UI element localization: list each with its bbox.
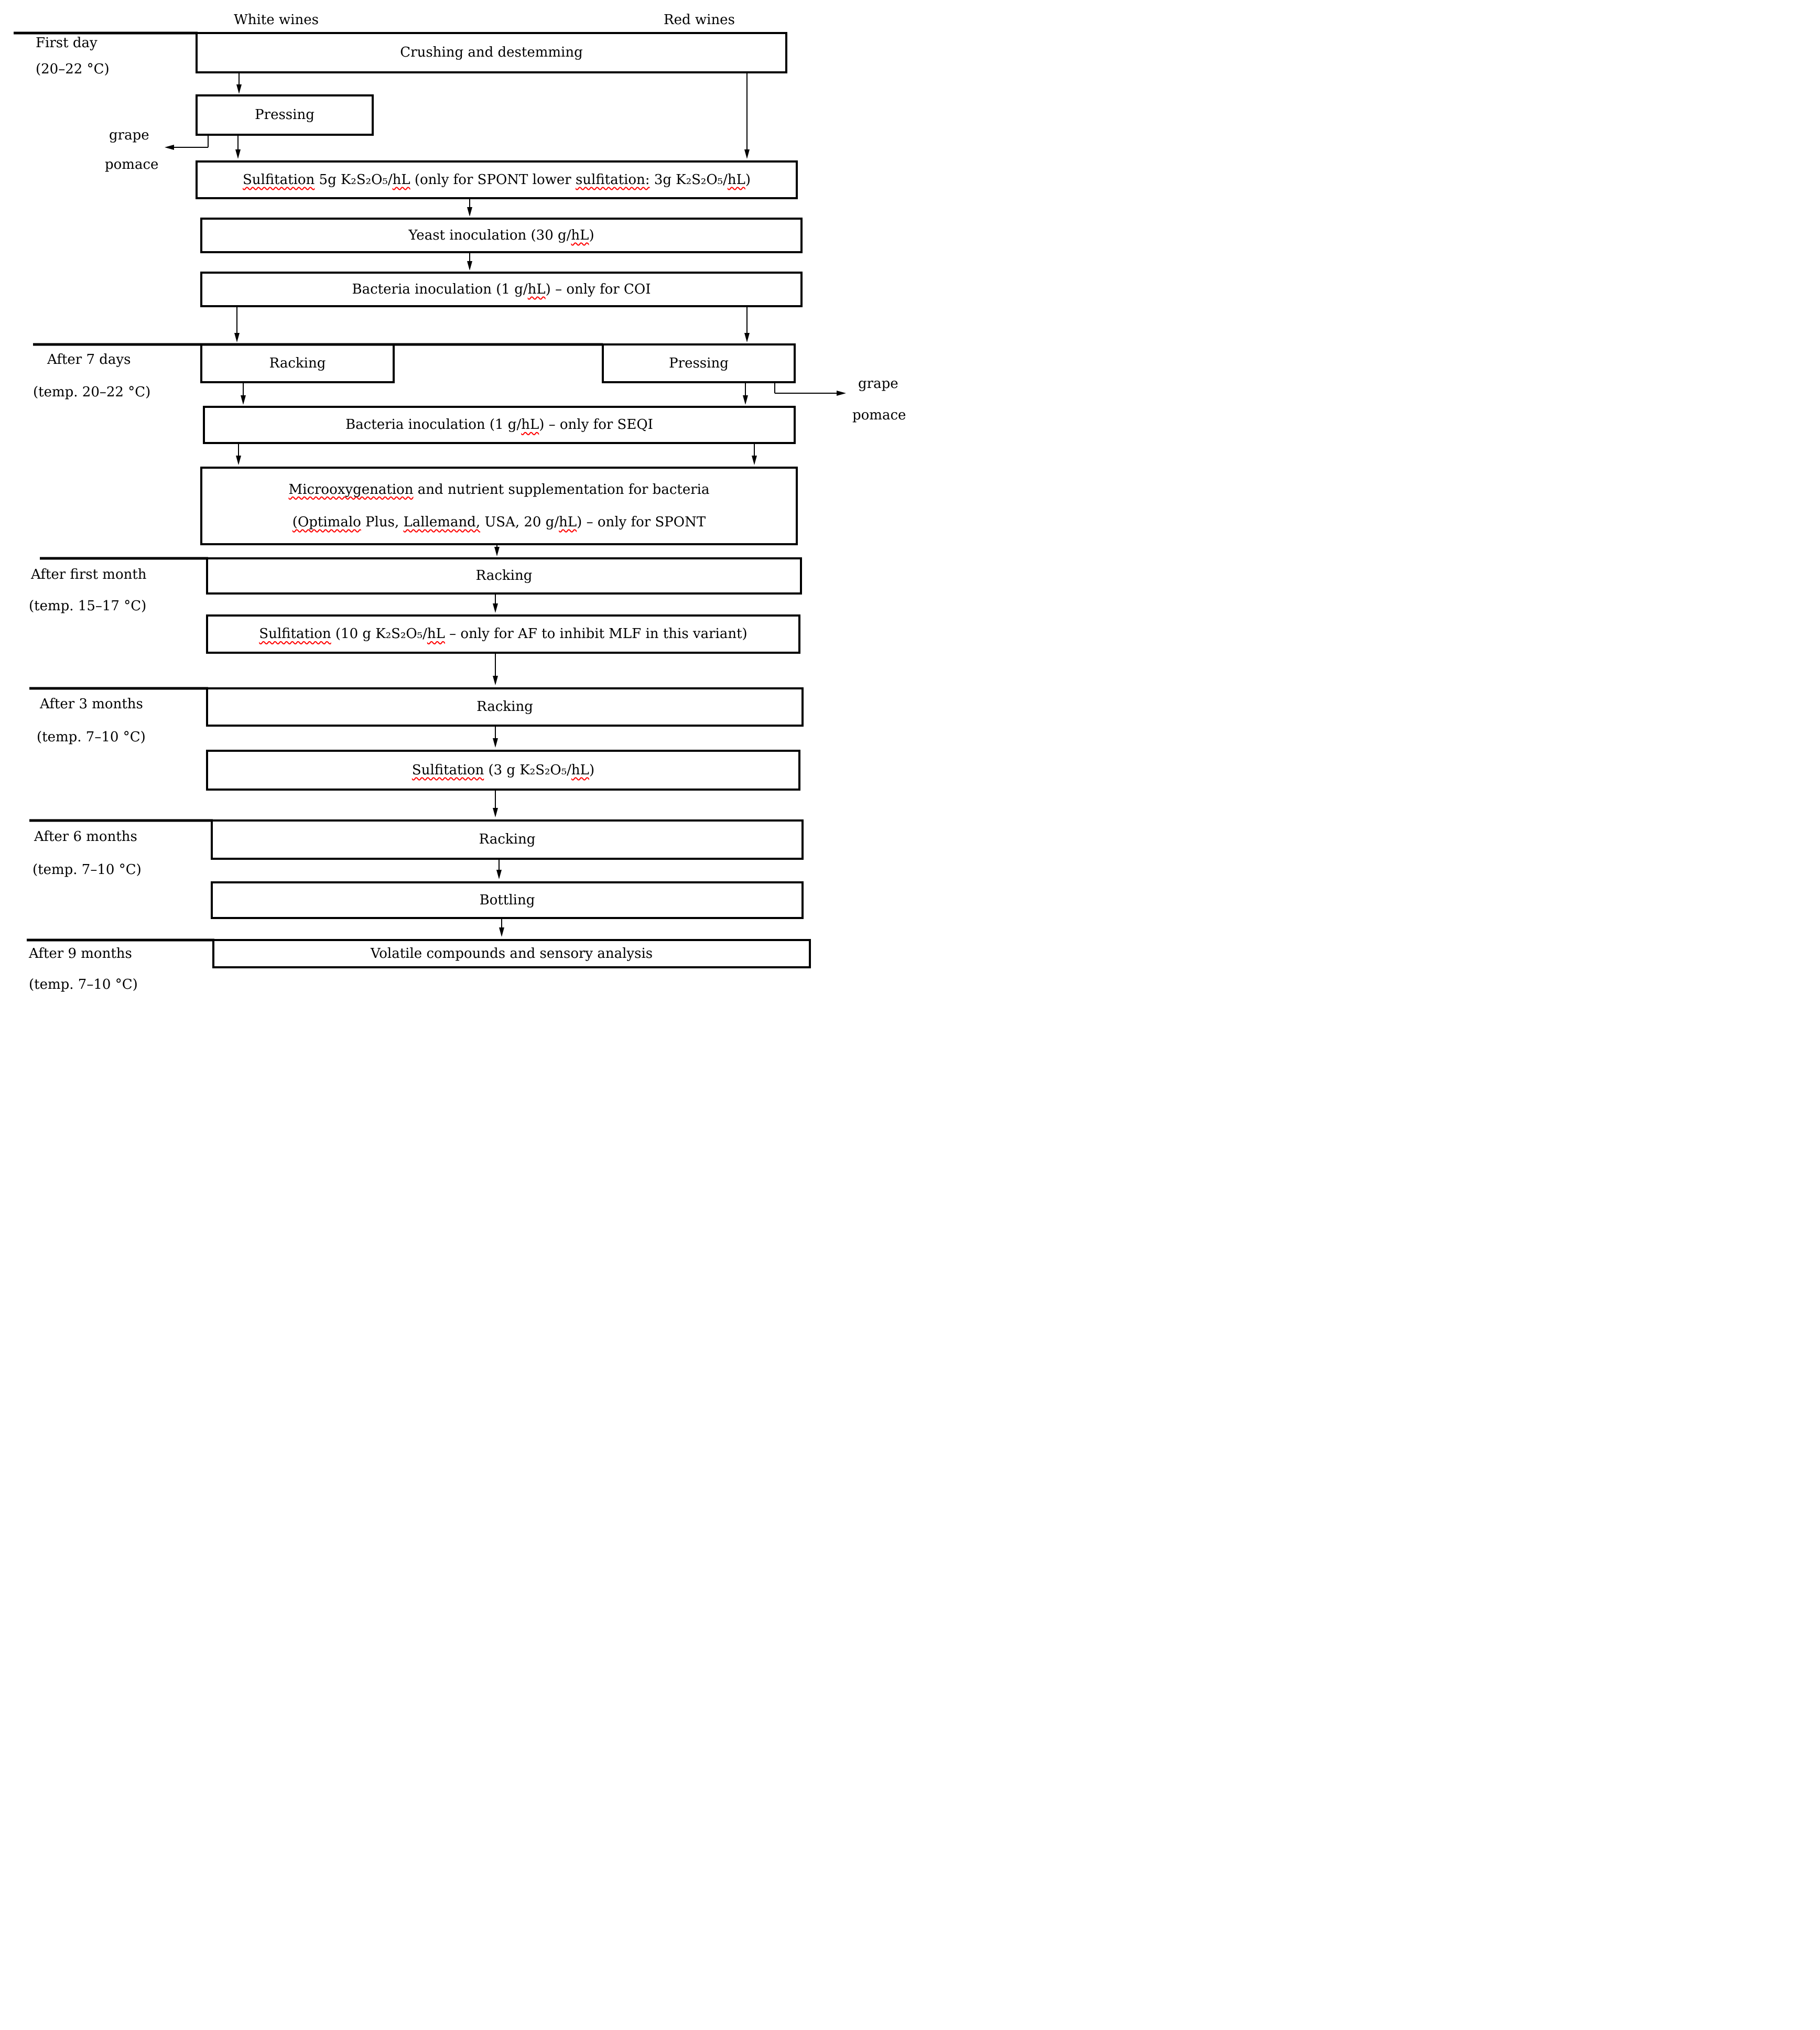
stage-temp-after-3-months: (temp. 7–10 °C) [37,729,146,745]
box-label: Yeast inoculation (30 g/hL) [408,227,594,243]
column-header-white-wines: White wines [234,12,319,28]
arrow-racking-to-sulfitation-3 [493,727,498,748]
box-label-line1: Microoxygenation and nutrient supplement… [288,481,710,498]
box-label: Racking [269,355,326,371]
box-sulfitation-10g: Sulfitation (10 g K₂S₂O₅/hL – only for A… [206,614,800,654]
box-bacteria-inoculation-coi: Bacteria inoculation (1 g/hL) – only for… [200,272,803,307]
arrow-bacteria-seqi-to-microox-right [752,444,757,465]
arrow-yeast-to-bacteria-coi [467,253,472,271]
stage-label-after-7-days: After 7 days [47,352,131,368]
grape-pomace-left-line2: pomace [105,157,159,172]
box-label: Sulfitation (10 g K₂S₂O₅/hL – only for A… [259,626,748,642]
box-label: Racking [475,568,533,584]
arrow-sulfitation-10-to-racking [493,654,498,685]
box-sulfitation-first: Sulfitation 5g K₂S₂O₅/hL (only for SPONT… [196,160,798,199]
arrow-pressing-red-to-bacteria-seqi [743,383,748,405]
grape-pomace-right-line2: pomace [852,407,906,423]
grape-pomace-left-line1: grape [109,127,149,143]
box-bacteria-inoculation-seqi: Bacteria inoculation (1 g/hL) – only for… [203,406,796,444]
box-crushing-destemming: Crushing and destemming [196,32,787,73]
stage-temp-after-6-months: (temp. 7–10 °C) [32,862,142,878]
box-label: Racking [479,832,536,848]
arrow-bacteria-seqi-to-microox-left [236,444,241,465]
arrow-crushing-to-pressing-white [236,73,242,94]
stage-label-after-9-months: After 9 months [29,946,132,962]
box-bottling: Bottling [211,881,804,919]
stage-label-after-3-months: After 3 months [40,696,143,712]
arrow-bacteria-coi-to-racking [234,307,240,342]
arrow-racking-to-bacteria-seqi [241,383,246,405]
grape-pomace-right-line1: grape [858,376,898,392]
arrow-sulfitation-3-to-racking [493,791,498,817]
stage-temp-after-7-days: (temp. 20–22 °C) [33,384,151,400]
arrow-pressing-to-sulfitation [235,136,241,159]
column-header-red-wines: Red wines [664,12,735,28]
arrow-racking-to-bottling [496,860,502,879]
arrow-crushing-to-sulfitation-red [744,73,750,159]
box-sulfitation-3g: Sulfitation (3 g K₂S₂O₅/hL) [206,750,800,791]
arrow-pressing-to-grape-pomace-left [165,136,209,150]
box-label-line2: (Optimalo Plus, Lallemand, USA, 20 g/hL)… [292,514,706,530]
box-racking-after-first-month: Racking [206,557,802,595]
box-label: Bottling [479,892,535,908]
box-yeast-inoculation: Yeast inoculation (30 g/hL) [200,218,803,253]
box-microoxygenation: Microoxygenation and nutrient supplement… [200,467,798,545]
box-label: Sulfitation 5g K₂S₂O₅/hL (only for SPONT… [242,171,751,188]
box-volatile-sensory-analysis: Volatile compounds and sensory analysis [212,939,811,968]
box-racking-after-7-days: Racking [200,343,395,383]
arrow-bottling-to-volatile [499,919,504,937]
box-pressing-white: Pressing [196,94,374,136]
stage-label-first-day: First day [36,35,98,51]
box-label: Pressing [255,107,315,123]
arrow-sulfitation-to-yeast [467,199,472,217]
box-label: Volatile compounds and sensory analysis [370,945,653,962]
stage-label-after-first-month: After first month [31,567,147,582]
stage-temp-after-9-months: (temp. 7–10 °C) [29,977,138,992]
box-label: Racking [476,699,533,715]
arrow-pressing-red-to-grape-pomace-right [774,383,846,396]
box-label: Bacteria inoculation (1 g/hL) – only for… [352,281,651,297]
arrow-racking-to-sulfitation-10 [493,595,498,613]
arrow-bacteria-coi-to-pressing-red [744,307,750,342]
arrow-microox-to-racking [494,545,500,556]
stage-temp-first-day: (20–22 °C) [36,61,110,77]
box-label: Pressing [669,355,729,371]
box-label: Sulfitation (3 g K₂S₂O₅/hL) [411,762,595,778]
box-label: Bacteria inoculation (1 g/hL) – only for… [345,417,653,433]
box-racking-after-3-months: Racking [206,687,804,727]
stage-temp-after-first-month: (temp. 15–17 °C) [29,598,147,614]
winemaking-flowchart: White wines Red wines First day (20–22 °… [0,0,910,1015]
box-label: Crushing and destemming [400,45,583,61]
box-pressing-red: Pressing [602,343,796,383]
stage-label-after-6-months: After 6 months [34,829,137,845]
box-racking-after-6-months: Racking [211,819,804,860]
connector-layer [14,31,846,942]
